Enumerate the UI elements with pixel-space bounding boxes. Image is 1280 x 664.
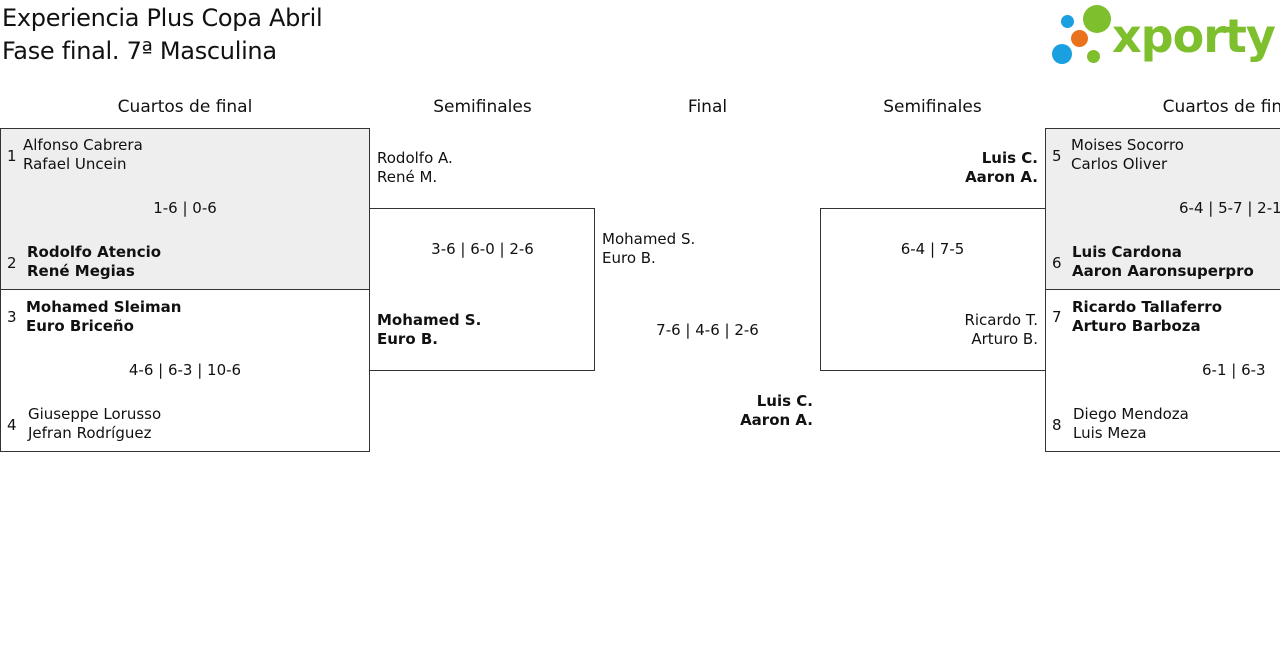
match-score: 1-6 | 0-6 (153, 199, 217, 217)
seed-number: 6 (1052, 254, 1062, 272)
match-score: 6-4 | 5-7 | 2-10 (1179, 199, 1280, 217)
xporty-logo[interactable]: xporty (1050, 4, 1278, 68)
logo-dot-green-icon (1083, 5, 1111, 33)
column-header-right-semis: Semifinales (883, 97, 982, 117)
player-name: Luis Meza (1073, 424, 1147, 442)
player-name: Mohamed S. (602, 230, 696, 248)
champion-name: Aaron A. (740, 411, 813, 429)
seed-number: 2 (7, 254, 17, 272)
winner-name: Mohamed S. (377, 311, 482, 329)
page-subtitle: Fase final. 7ª Masculina (2, 37, 277, 65)
winner-name: Ricardo Tallaferro (1072, 298, 1222, 316)
column-header-right-quarters: Cuartos de final (1162, 97, 1280, 117)
logo-dot-orange-icon (1071, 30, 1088, 47)
match-score: 6-1 | 6-3 (1202, 361, 1266, 379)
winner-name: Rodolfo Atencio (27, 243, 162, 261)
match-qf-3[interactable] (1045, 128, 1280, 290)
column-header-left-quarters: Cuartos de final (117, 97, 253, 117)
seed-number: 4 (7, 416, 17, 434)
match-sf-left[interactable] (369, 208, 595, 371)
winner-name: Arturo Barboza (1072, 317, 1201, 335)
player-name: Diego Mendoza (1073, 405, 1189, 423)
match-qf-1[interactable] (0, 128, 370, 290)
player-name: Carlos Oliver (1071, 155, 1168, 173)
final-score: 7-6 | 4-6 | 2-6 (656, 321, 759, 339)
player-name: Rodolfo A. (377, 149, 453, 167)
winner-name: Luis C. (981, 149, 1038, 167)
seed-number: 8 (1052, 416, 1062, 434)
player-name: René M. (377, 168, 438, 186)
player-name: Alfonso Cabrera (23, 136, 143, 154)
match-qf-4[interactable] (1045, 289, 1280, 452)
match-score: 3-6 | 6-0 | 2-6 (431, 240, 534, 258)
player-name: Arturo B. (971, 330, 1038, 348)
winner-name: René Megias (27, 262, 135, 280)
column-header-left-semis: Semifinales (433, 97, 532, 117)
winner-name: Aaron Aaronsuperpro (1072, 262, 1254, 280)
seed-number: 7 (1052, 308, 1062, 326)
winner-name: Luis Cardona (1072, 243, 1182, 261)
seed-number: 3 (7, 308, 17, 326)
logo-dot-blue-large-icon (1052, 44, 1072, 64)
seed-number: 5 (1052, 147, 1062, 165)
match-score: 4-6 | 6-3 | 10-6 (128, 361, 242, 379)
match-score: 6-4 | 7-5 (900, 240, 965, 258)
player-name: Giuseppe Lorusso (28, 405, 162, 423)
logo-dot-green-small-icon (1087, 50, 1100, 63)
logo-text: xporty (1112, 9, 1276, 63)
player-name: Rafael Uncein (23, 155, 127, 173)
page-title: Experiencia Plus Copa Abril (2, 4, 323, 32)
player-name: Jefran Rodríguez (28, 424, 152, 442)
logo-dot-blue-icon (1061, 15, 1074, 28)
player-name: Moises Socorro (1071, 136, 1184, 154)
player-name: Euro B. (602, 249, 656, 267)
winner-name: Euro Briceño (26, 317, 134, 335)
player-name: Ricardo T. (964, 311, 1038, 329)
winner-name: Mohamed Sleiman (26, 298, 182, 316)
winner-name: Aaron A. (965, 168, 1038, 186)
seed-number: 1 (7, 147, 17, 165)
winner-name: Euro B. (377, 330, 438, 348)
column-header-final: Final (687, 97, 728, 117)
champion-name: Luis C. (756, 392, 813, 410)
